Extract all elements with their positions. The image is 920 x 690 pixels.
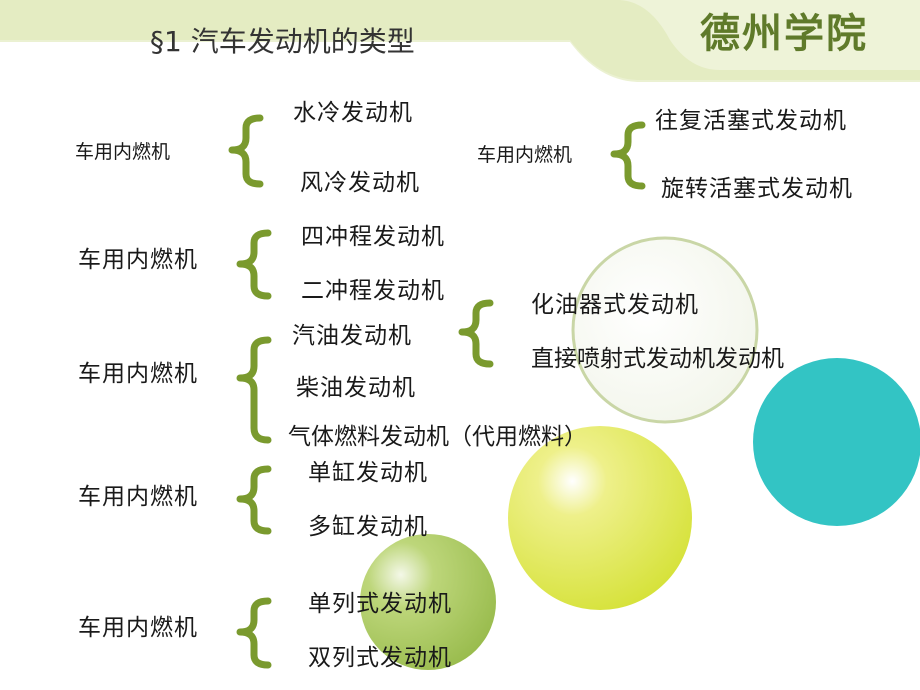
item-label: 风冷发动机 — [300, 170, 420, 196]
item-label: 直接喷射式发动机发动机 — [531, 346, 784, 372]
item-label: 多缸发动机 — [308, 514, 428, 540]
green-circle — [360, 534, 496, 670]
item-label: 往复活塞式发动机 — [655, 108, 847, 134]
brand-logo-text: 德州学院 — [700, 11, 868, 57]
white-circle — [571, 236, 759, 424]
item-label: 水冷发动机 — [293, 100, 413, 126]
bracket-group-6 — [236, 465, 272, 535]
item-label: 四冲程发动机 — [301, 224, 445, 250]
root-label: 车用内燃机 — [78, 484, 198, 510]
bracket-group-5 — [458, 299, 494, 368]
bracket-group-3 — [236, 229, 272, 300]
item-label: 旋转活塞式发动机 — [661, 176, 853, 202]
teal-circle — [753, 358, 920, 526]
item-label: 气体燃料发动机（代用燃料） — [288, 424, 587, 450]
item-label: 汽油发动机 — [292, 323, 412, 349]
bracket-group-7 — [236, 597, 272, 669]
item-label: 二冲程发动机 — [301, 278, 445, 304]
page-title: §1 汽车发动机的类型 — [150, 25, 415, 58]
root-label: 车用内燃机 — [477, 144, 573, 166]
yellow-circle — [508, 426, 692, 610]
bracket-group-1 — [228, 114, 264, 188]
root-label: 车用内燃机 — [78, 361, 198, 387]
item-label: 单缸发动机 — [308, 460, 428, 486]
root-label: 车用内燃机 — [78, 247, 198, 273]
root-label: 车用内燃机 — [78, 615, 198, 641]
item-label: 单列式发动机 — [308, 591, 452, 617]
item-label: 柴油发动机 — [296, 375, 416, 401]
item-label: 双列式发动机 — [308, 645, 452, 671]
root-label: 车用内燃机 — [75, 141, 171, 163]
bracket-group-4 — [236, 336, 272, 444]
item-label: 化油器式发动机 — [531, 292, 699, 318]
bracket-group-2 — [610, 121, 646, 190]
